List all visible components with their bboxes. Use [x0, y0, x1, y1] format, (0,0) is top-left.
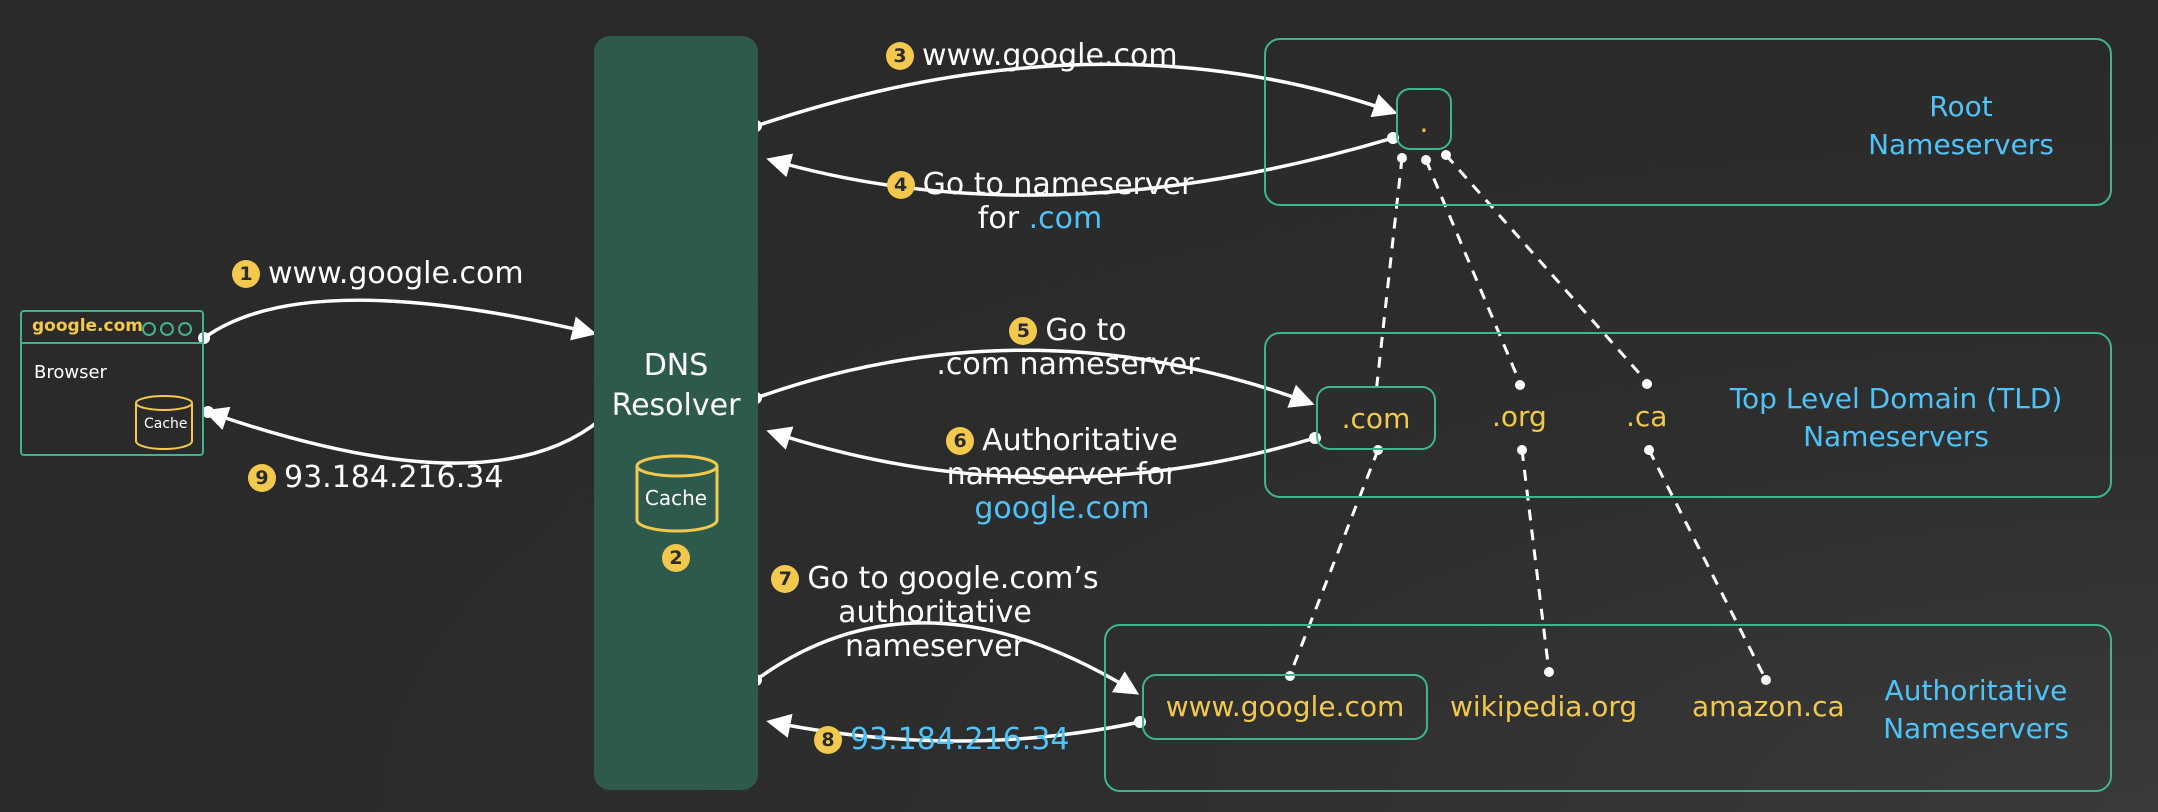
- arrow-step-9: [203, 406, 602, 465]
- step-1-badge: 1: [232, 260, 260, 288]
- resolver-cache-icon: [635, 454, 719, 533]
- browser-window: google.com Browser Cache: [20, 310, 204, 456]
- dash-com-google: [1288, 449, 1380, 676]
- tld-node-org: .org: [1492, 400, 1547, 433]
- step-3-badge: 3: [886, 42, 914, 70]
- dash-ca-amazon: [1647, 449, 1768, 681]
- tld-title: Top Level Domain (TLD) Nameservers: [1729, 382, 2063, 453]
- step-5-badge: 5: [1009, 317, 1038, 345]
- root-node: .: [1396, 88, 1452, 150]
- root-nameservers-box: Root Nameservers: [1264, 38, 2112, 206]
- browser-url: google.com: [32, 316, 143, 336]
- dash-root-org: [1424, 159, 1522, 384]
- browser-label: Browser: [34, 362, 107, 383]
- arrow-step-4: [766, 136, 1394, 197]
- step-8-badge: 8: [814, 726, 842, 754]
- arrow-step-6: [766, 426, 1316, 480]
- browser-titlebar: google.com: [22, 312, 202, 344]
- authoritative-nameservers-box: Authoritative Nameservers: [1104, 624, 2112, 792]
- auth-node-amazon: amazon.ca: [1692, 690, 1845, 723]
- step-6-badge: 6: [946, 427, 975, 455]
- tld-node-ca: .ca: [1626, 400, 1668, 433]
- tld-nameservers-box: Top Level Domain (TLD) Nameservers: [1264, 332, 2112, 498]
- step-9-badge: 9: [248, 464, 276, 492]
- root-title: Root Nameservers: [1868, 90, 2054, 161]
- step-2-badge: 2: [662, 544, 690, 572]
- resolver-title: DNS Resolver: [611, 348, 741, 423]
- authoritative-title: Authoritative Nameservers: [1883, 674, 2069, 745]
- resolver-cache-label: Cache: [644, 486, 708, 510]
- browser-cache-icon: [135, 395, 193, 450]
- root-node-label: .: [1419, 106, 1429, 139]
- step-4-badge: 4: [886, 171, 915, 199]
- arrow-step-3: [755, 62, 1398, 128]
- window-dots-icon: [138, 321, 192, 340]
- arrow-step-1: [202, 298, 597, 341]
- auth-node-google: www.google.com: [1142, 674, 1428, 740]
- arrow-step-7: [754, 621, 1140, 695]
- step-7-badge: 7: [771, 565, 800, 593]
- tld-node-com: .com: [1316, 386, 1436, 450]
- dns-resolver-panel: DNS Resolver Cache 2: [594, 36, 758, 790]
- browser-cache-label: Cache: [144, 416, 188, 432]
- auth-node-wikipedia: wikipedia.org: [1450, 690, 1638, 723]
- arrow-step-5: [755, 348, 1315, 408]
- dash-root-ca: [1444, 154, 1649, 383]
- dash-org-wiki: [1520, 449, 1551, 673]
